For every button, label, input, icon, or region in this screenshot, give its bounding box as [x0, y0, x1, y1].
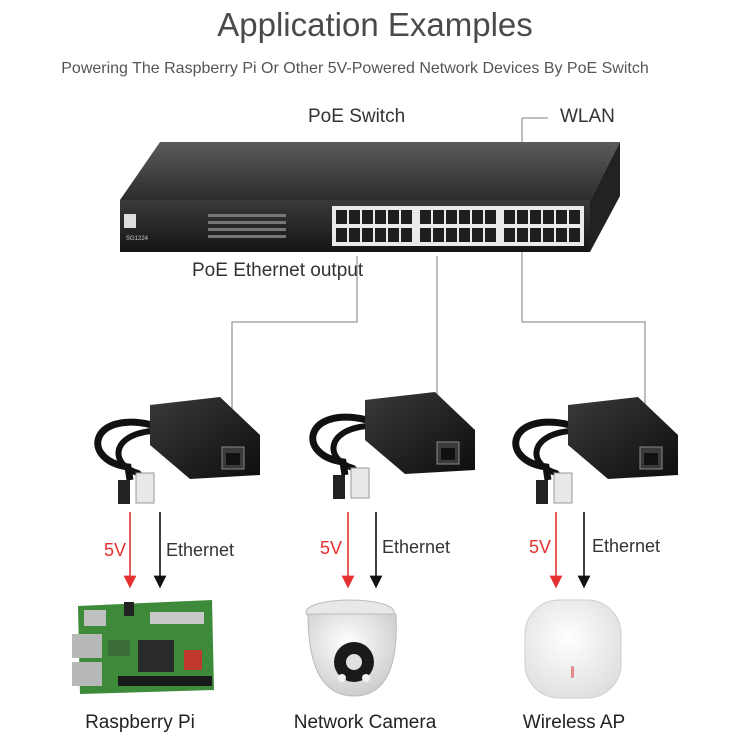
- rj45-port: [569, 210, 580, 224]
- poe-switch-icon: SG1224: [120, 142, 620, 252]
- line-to-pi-splitter: [231, 256, 358, 450]
- ethernet-label-camera: Ethernet: [382, 537, 451, 557]
- rj45-port: [375, 228, 386, 242]
- rj45-port: [530, 228, 541, 242]
- ethernet-label-pi: Ethernet: [166, 540, 235, 560]
- rj45-port: [362, 228, 373, 242]
- rj45-port: [336, 228, 347, 242]
- rj45-port: [485, 228, 496, 242]
- rj45-port: [420, 210, 431, 224]
- rj45-port: [388, 228, 399, 242]
- switch-status-leds: [208, 214, 286, 238]
- switch-model-text: SG1224: [126, 236, 149, 242]
- rj45-port: [472, 228, 483, 242]
- rj45-port: [433, 210, 444, 224]
- rj45-port: [433, 228, 444, 242]
- rj45-port: [530, 210, 541, 224]
- ethernet-label-ap: Ethernet: [592, 536, 661, 556]
- rj45-port: [336, 210, 347, 224]
- rj45-port: [517, 228, 528, 242]
- rj45-port: [556, 210, 567, 224]
- rj45-port: [362, 210, 373, 224]
- page-subtitle: Powering The Raspberry Pi Or Other 5V-Po…: [61, 60, 649, 77]
- rj45-port: [459, 228, 470, 242]
- rj45-port: [459, 210, 470, 224]
- poe-output-label: PoE Ethernet output: [192, 260, 364, 281]
- power-label-camera: 5V: [320, 538, 343, 558]
- rj45-port: [485, 210, 496, 224]
- wireless-ap-icon: [524, 599, 622, 699]
- rj45-port: [472, 210, 483, 224]
- rj45-port: [556, 228, 567, 242]
- rj45-port: [401, 210, 412, 224]
- rj45-port: [517, 210, 528, 224]
- device-label-wireless-ap: Wireless AP: [522, 712, 626, 733]
- rj45-port: [569, 228, 580, 242]
- dome-camera-icon: [305, 599, 397, 697]
- rj45-port: [504, 228, 515, 242]
- poe-splitter-icon: [309, 392, 475, 499]
- rj45-port: [504, 210, 515, 224]
- rj45-port: [543, 210, 554, 224]
- wlan-label: WLAN: [560, 106, 615, 127]
- poe-splitter-icon: [512, 397, 678, 504]
- rj45-port: [543, 228, 554, 242]
- rj45-port: [446, 228, 457, 242]
- rj45-port: [375, 210, 386, 224]
- switch-ports: [332, 206, 584, 246]
- power-label-pi: 5V: [104, 540, 127, 560]
- rj45-port: [401, 228, 412, 242]
- poe-switch-label: PoE Switch: [308, 106, 406, 127]
- device-label-raspberry-pi: Raspberry Pi: [85, 712, 195, 733]
- switch-logo: [124, 214, 136, 228]
- device-label-network-camera: Network Camera: [293, 712, 437, 733]
- power-label-ap: 5V: [529, 537, 552, 557]
- rj45-port: [446, 210, 457, 224]
- rj45-port: [420, 228, 431, 242]
- rj45-port: [349, 228, 360, 242]
- page-title: Application Examples: [217, 6, 533, 43]
- rj45-port: [388, 210, 399, 224]
- rj45-port: [349, 210, 360, 224]
- raspberry-pi-icon: [72, 600, 214, 694]
- poe-splitter-icon: [94, 397, 260, 504]
